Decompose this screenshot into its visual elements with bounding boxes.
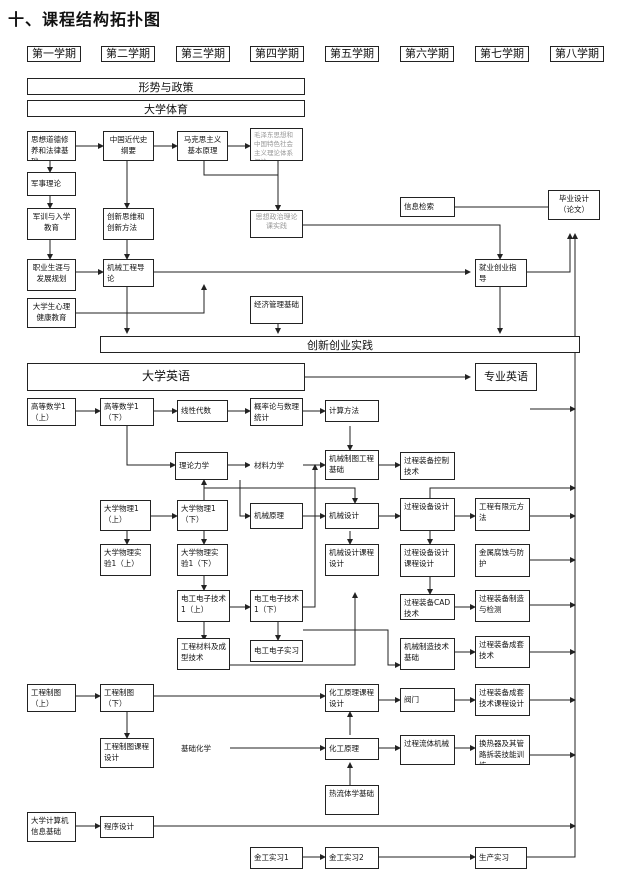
course-ee-2: 电工电子技术1（下） bbox=[250, 590, 303, 622]
course-econ-management: 经济管理基础 bbox=[250, 296, 303, 324]
course-math-1: 高等数学1（上） bbox=[27, 398, 76, 426]
course-mech-drafting: 机械制图工程基础 bbox=[325, 450, 379, 480]
bar-college-english: 大学英语 bbox=[27, 363, 305, 391]
course-military-training: 军训与入学教育 bbox=[27, 208, 76, 240]
course-production-practice: 生产实习 bbox=[475, 847, 527, 869]
course-mech-design: 机械设计 bbox=[325, 503, 379, 529]
course-heat-exchanger: 换热器及其管路拆装技能训练 bbox=[475, 735, 530, 765]
course-mao-theory: 毛泽东思想和中国特色社会主义理论体系概论 bbox=[250, 128, 303, 161]
course-linear-algebra: 线性代数 bbox=[177, 400, 228, 422]
course-process-design-project: 过程设备设计课程设计 bbox=[400, 544, 455, 577]
semester-5: 第五学期 bbox=[325, 46, 379, 62]
semester-4: 第四学期 bbox=[250, 46, 304, 62]
course-marxism: 马克思主义基本原理 bbox=[177, 131, 228, 161]
course-drawing-project: 工程制图课程设计 bbox=[100, 738, 154, 768]
course-programming: 程序设计 bbox=[100, 816, 154, 838]
semester-1: 第一学期 bbox=[27, 46, 81, 62]
course-mech-design-project: 机械设计课程设计 bbox=[325, 544, 379, 576]
course-basic-chemistry: 基础化学 bbox=[177, 738, 230, 760]
course-drawing-2: 工程制图（下） bbox=[100, 684, 154, 712]
course-ee-practice: 电工电子实习 bbox=[250, 640, 303, 662]
course-complete-design: 过程装备成套技术课程设计 bbox=[475, 684, 530, 716]
course-material-mechanics: 材料力学 bbox=[250, 455, 303, 477]
course-employment-guidance: 就业创业指导 bbox=[475, 259, 527, 287]
course-mental-health: 大学生心理健康教育 bbox=[27, 298, 76, 328]
course-metalwork-1: 金工实习1 bbox=[250, 847, 303, 869]
course-mech-principles: 机械原理 bbox=[250, 503, 303, 529]
course-drawing-1: 工程制图（上） bbox=[27, 684, 76, 712]
semester-8: 第八学期 bbox=[550, 46, 604, 62]
bar-innovation-practice: 创新创业实践 bbox=[100, 336, 580, 353]
course-ee-1: 电工电子技术1（上） bbox=[177, 590, 230, 622]
course-mech-eng-intro: 机械工程导论 bbox=[103, 259, 154, 287]
course-physics-2: 大学物理1（下） bbox=[177, 500, 228, 531]
course-theory-practice: 思想政治理论课实践 bbox=[250, 210, 303, 238]
bar-professional-english: 专业英语 bbox=[475, 363, 537, 391]
semester-3: 第三学期 bbox=[176, 46, 230, 62]
page-title: 十、课程结构拓扑图 bbox=[8, 10, 162, 29]
course-process-control: 过程装备控制技术 bbox=[400, 452, 455, 480]
course-metalwork-2: 金工实习2 bbox=[325, 847, 379, 869]
semester-7: 第七学期 bbox=[475, 46, 529, 62]
course-military-theory: 军事理论 bbox=[27, 172, 76, 196]
course-computational-methods: 计算方法 bbox=[325, 400, 379, 422]
course-chem-principles-design: 化工原理课程设计 bbox=[325, 684, 379, 712]
course-ideology: 思想道德修养和法律基础 bbox=[27, 131, 76, 161]
course-theoretical-mechanics: 理论力学 bbox=[175, 452, 228, 480]
semester-2: 第二学期 bbox=[101, 46, 155, 62]
course-valves: 阀门 bbox=[400, 688, 455, 712]
course-chem-principles: 化工原理 bbox=[325, 738, 379, 760]
course-graduation-design: 毕业设计（论文） bbox=[548, 190, 600, 220]
course-physics-lab-2: 大学物理实验1（下） bbox=[177, 544, 228, 576]
course-mech-manufacturing: 机械制造技术基础 bbox=[400, 638, 455, 670]
course-math-2: 高等数学1（下） bbox=[100, 398, 154, 426]
course-corrosion: 金属腐蚀与防护 bbox=[475, 544, 530, 577]
course-cad: 过程装备CAD技术 bbox=[400, 594, 455, 620]
course-process-design: 过程设备设计 bbox=[400, 498, 455, 531]
course-complete-tech: 过程装备成套技术 bbox=[475, 636, 530, 668]
bar-situation-policy: 形势与政策 bbox=[27, 78, 305, 95]
course-fluid-machinery: 过程流体机械 bbox=[400, 735, 455, 765]
semester-6: 第六学期 bbox=[400, 46, 454, 62]
course-probability: 概率论与数理统计 bbox=[250, 398, 303, 426]
course-manufacture-inspection: 过程装备制造与检测 bbox=[475, 590, 530, 622]
course-physics-lab-1: 大学物理实验1（上） bbox=[100, 544, 151, 576]
bar-physical-education: 大学体育 bbox=[27, 100, 305, 117]
course-eng-materials: 工程材料及成型技术 bbox=[177, 638, 230, 670]
course-eng-fem: 工程有限元方法 bbox=[475, 498, 530, 531]
course-innovative-thinking: 创新思维和创新方法 bbox=[103, 208, 154, 240]
course-computer-basics: 大学计算机信息基础 bbox=[27, 812, 76, 842]
course-modern-history: 中国近代史纲要 bbox=[103, 131, 154, 161]
course-career-planning: 职业生涯与发展规划 bbox=[27, 259, 76, 291]
course-info-retrieval: 信息检索 bbox=[400, 197, 455, 217]
course-physics-1: 大学物理1（上） bbox=[100, 500, 151, 531]
course-heat-transfer: 热流体学基础 bbox=[325, 785, 379, 815]
